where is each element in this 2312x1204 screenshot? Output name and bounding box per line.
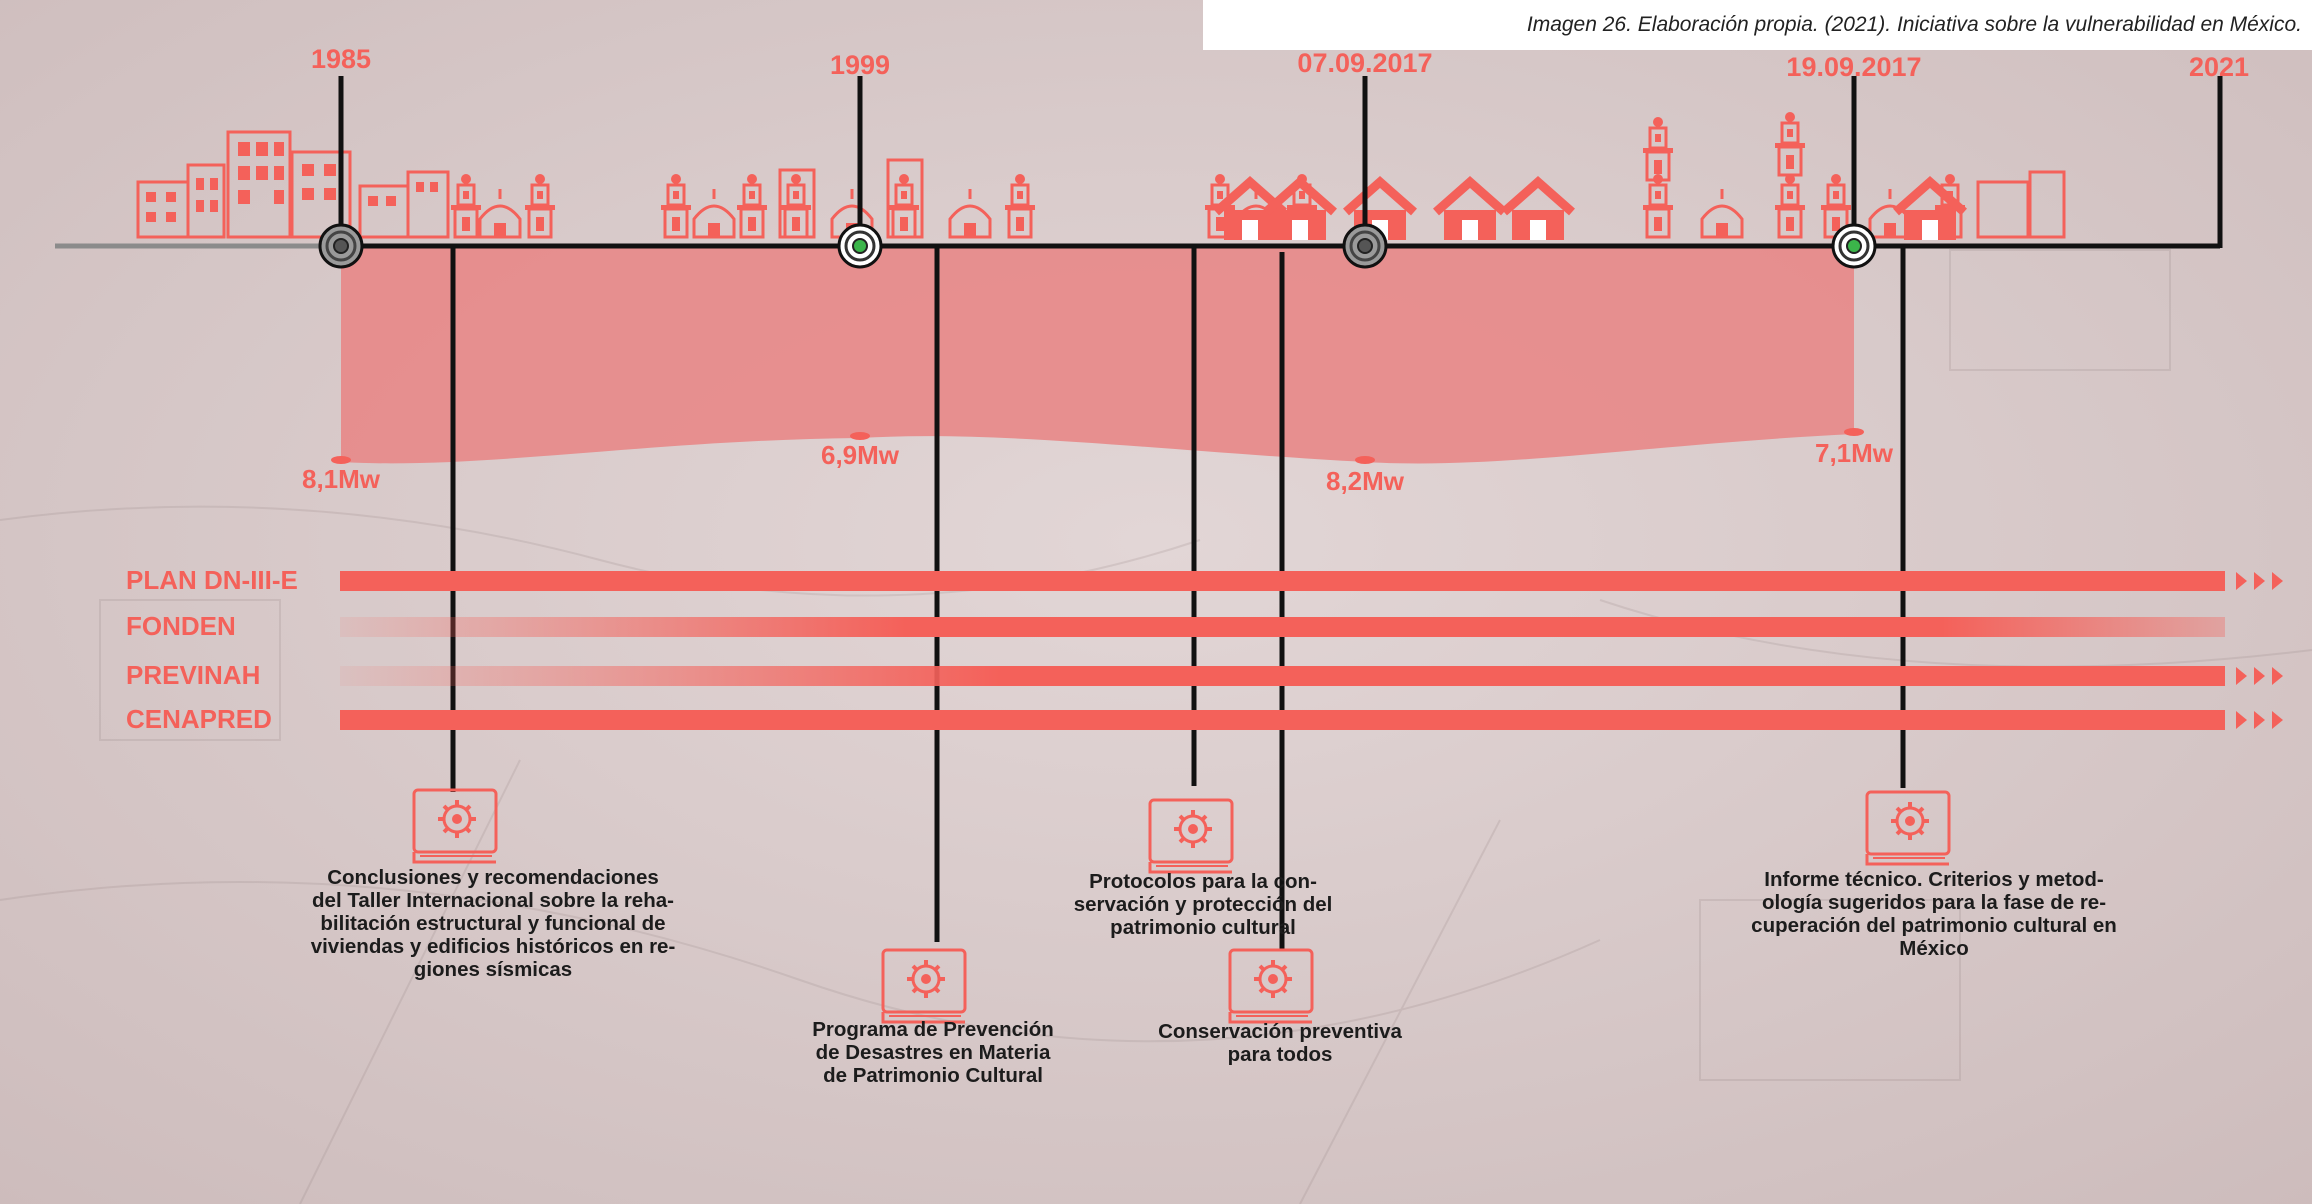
magnitude-point xyxy=(1844,428,1864,436)
event-marker-center xyxy=(1357,238,1373,254)
magnitude-point xyxy=(1355,456,1375,464)
event-date-19-09-2017: 19.09.2017 xyxy=(1786,52,1922,82)
continuation-arrow xyxy=(2254,667,2265,685)
continuation-arrow xyxy=(2236,572,2247,590)
magnitude-label-19-09-2017: 7,1Mw xyxy=(1814,438,1894,468)
magnitude-label-1999: 6,9Mw xyxy=(820,440,900,470)
event-marker-ring xyxy=(325,230,357,262)
program-bar xyxy=(340,666,2225,686)
continuation-arrow xyxy=(2254,711,2265,729)
caption-box: Imagen 26. Elaboración propia. (2021). I… xyxy=(1203,0,2312,50)
connector-lines xyxy=(55,76,2223,950)
magnitude-band xyxy=(331,246,1864,464)
continuation-arrow xyxy=(2236,711,2247,729)
event-marker-center xyxy=(333,238,349,254)
continuation-arrow xyxy=(2272,711,2283,729)
skyline-1985 xyxy=(136,130,557,239)
event-marker-center xyxy=(1846,238,1862,254)
program-bar xyxy=(340,571,2225,591)
document-text-programa-prevencion: Programa de Prevención de Desastres en M… xyxy=(812,1018,1054,1087)
caption: Imagen 26. Elaboración propia. (2021). I… xyxy=(1526,13,2302,36)
program-label-fonden: FONDEN xyxy=(126,611,236,641)
event-markers xyxy=(318,223,1877,269)
event-date-1999: 1999 xyxy=(829,50,891,80)
document-text-informe-tecnico: Informe técnico. Criterios y metod- olog… xyxy=(1751,868,2117,960)
continuation-arrow xyxy=(2236,667,2247,685)
magnitude-area xyxy=(341,246,1854,464)
event-marker-ring xyxy=(844,230,876,262)
document-text-conservacion-preventiva: Conservación preventiva para todos xyxy=(1158,1020,1402,1066)
magnitude-point xyxy=(331,456,351,464)
skyline-1909-2017 xyxy=(1641,110,2066,240)
document-text-taller-internacional: Conclusiones y recomendaciones del Talle… xyxy=(310,866,676,981)
event-marker-ring xyxy=(1838,230,1870,262)
magnitude-point xyxy=(850,432,870,440)
program-label-previnah: PREVINAH xyxy=(126,660,261,690)
event-marker-ring xyxy=(1349,230,1381,262)
program-label-cenapred: CENAPRED xyxy=(126,704,272,734)
skyline-1999 xyxy=(659,158,1037,239)
continuation-arrow xyxy=(2272,667,2283,685)
document-text-protocolos: Protocolos para la con- servación y prot… xyxy=(1073,870,1333,939)
event-date-1985: 1985 xyxy=(310,44,372,74)
continuation-arrow xyxy=(2254,572,2265,590)
event-date-07-09-2017: 07.09.2017 xyxy=(1297,48,1433,78)
program-bars xyxy=(340,571,2283,730)
timeline-end-date: 2021 xyxy=(2188,52,2250,82)
magnitude-label-1985: 8,1Mw xyxy=(301,464,381,494)
continuation-arrow xyxy=(2272,572,2283,590)
program-label-plan-dn-iii-e: PLAN DN-III-E xyxy=(126,565,298,595)
event-marker-center xyxy=(852,238,868,254)
program-bar xyxy=(340,617,2225,637)
magnitude-label-07-09-2017: 8,2Mw xyxy=(1325,466,1405,496)
program-bar xyxy=(340,710,2225,730)
